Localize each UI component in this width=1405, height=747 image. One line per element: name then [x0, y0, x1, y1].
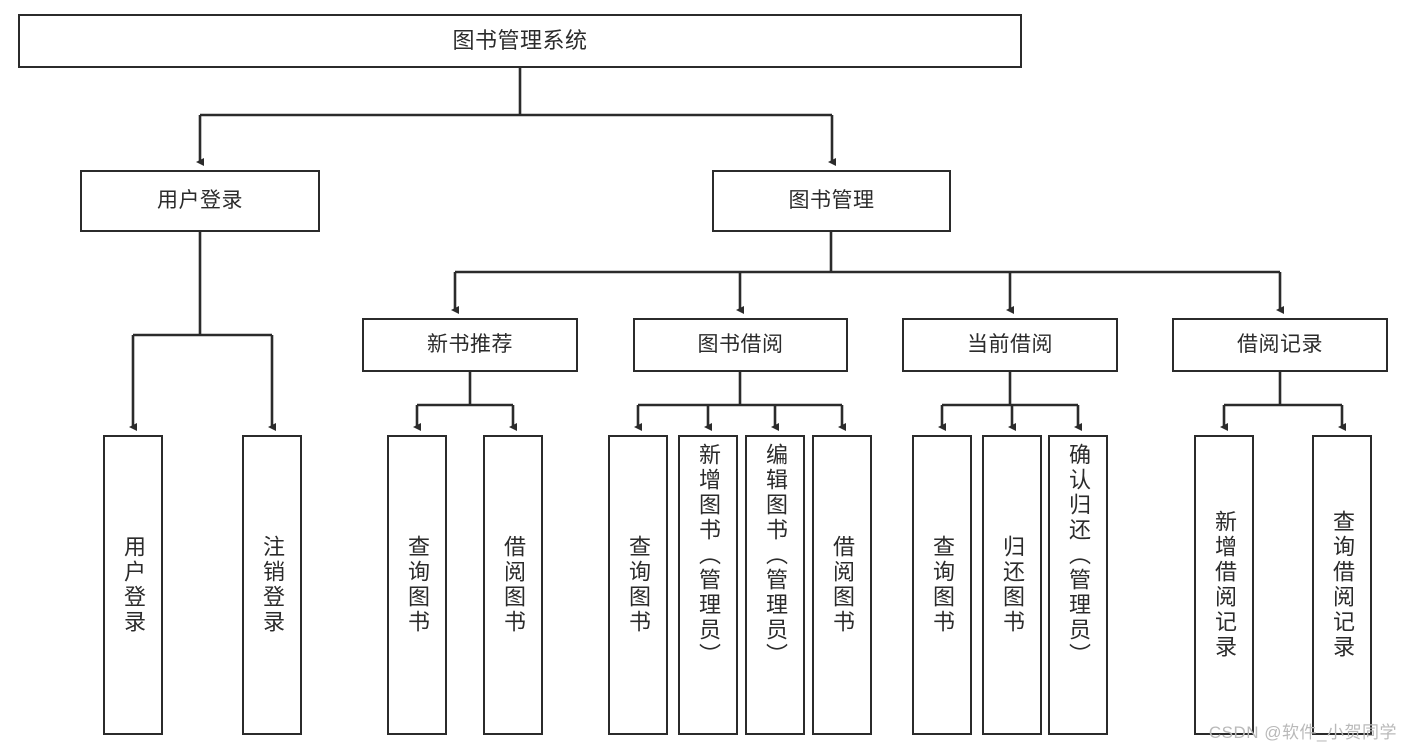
leaf-borrow-books[interactable]: 借阅图书	[812, 435, 872, 735]
leaf-borrow-books-recommend[interactable]: 借阅图书	[483, 435, 543, 735]
node-label: 新增图书（管理员）	[696, 443, 721, 668]
node-label: 用户登录	[157, 189, 243, 213]
watermark: CSDN @软件_小贺同学	[1208, 723, 1397, 742]
node-label: 编辑图书（管理员）	[763, 443, 788, 668]
node-borrow-records[interactable]: 借阅记录	[1172, 318, 1388, 372]
node-label: 确认归还（管理员）	[1066, 443, 1091, 668]
leaf-add-book-admin[interactable]: 新增图书（管理员）	[678, 435, 738, 735]
leaf-user-login[interactable]: 用户登录	[103, 435, 163, 735]
node-new-book-recommend[interactable]: 新书推荐	[362, 318, 578, 372]
node-user-login[interactable]: 用户登录	[80, 170, 320, 232]
leaf-logout[interactable]: 注销登录	[242, 435, 302, 735]
leaf-query-books-recommend[interactable]: 查询图书	[387, 435, 447, 735]
leaf-edit-book-admin[interactable]: 编辑图书（管理员）	[745, 435, 805, 735]
node-label: 查询图书	[626, 535, 651, 635]
node-label: 借阅图书	[501, 535, 526, 635]
node-label: 查询借阅记录	[1330, 510, 1355, 660]
node-label: 图书管理系统	[452, 27, 588, 53]
node-label: 图书借阅	[697, 333, 784, 357]
node-label: 注销登录	[260, 535, 285, 635]
node-label: 借阅图书	[830, 535, 855, 635]
node-label: 新书推荐	[427, 333, 513, 357]
node-label: 用户登录	[121, 535, 146, 635]
leaf-query-books-current[interactable]: 查询图书	[912, 435, 972, 735]
node-current-borrow[interactable]: 当前借阅	[902, 318, 1118, 372]
leaf-query-borrow-record[interactable]: 查询借阅记录	[1312, 435, 1372, 735]
leaf-return-books[interactable]: 归还图书	[982, 435, 1042, 735]
node-book-borrow[interactable]: 图书借阅	[633, 318, 848, 372]
node-label: 新增借阅记录	[1212, 510, 1237, 660]
node-label: 查询图书	[405, 535, 430, 635]
node-label: 归还图书	[1000, 535, 1025, 635]
node-label: 图书管理	[788, 189, 875, 213]
node-label: 查询图书	[930, 535, 955, 635]
leaf-confirm-return-admin[interactable]: 确认归还（管理员）	[1048, 435, 1108, 735]
node-label: 借阅记录	[1237, 333, 1323, 357]
leaf-query-books-borrow[interactable]: 查询图书	[608, 435, 668, 735]
node-label: 当前借阅	[967, 333, 1053, 357]
node-root-system[interactable]: 图书管理系统	[18, 14, 1022, 68]
node-book-management[interactable]: 图书管理	[712, 170, 951, 232]
leaf-add-borrow-record[interactable]: 新增借阅记录	[1194, 435, 1254, 735]
